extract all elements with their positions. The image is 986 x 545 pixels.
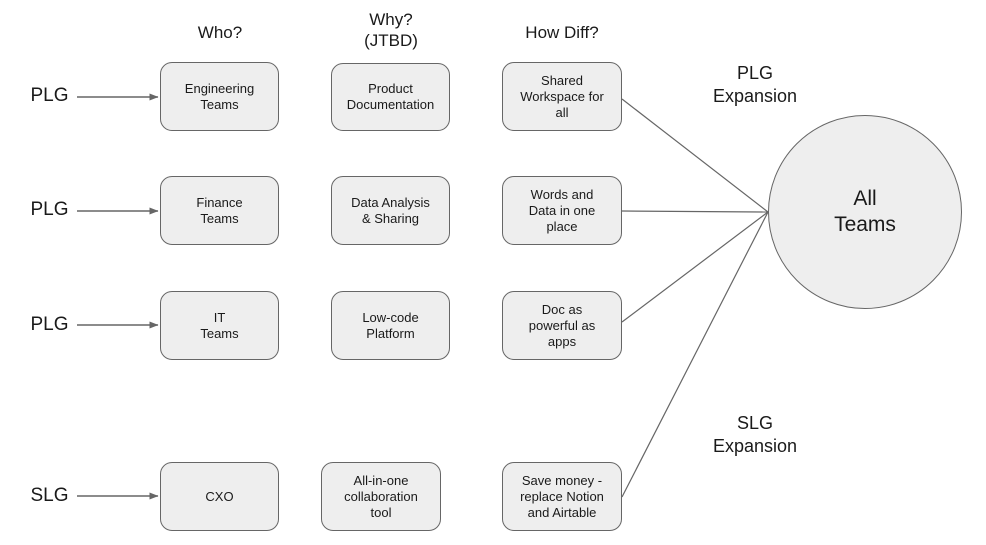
- node-cxo[interactable]: CXO: [160, 462, 279, 531]
- connector-shared-workspace-to-all-teams: [621, 98, 769, 213]
- node-finance-teams[interactable]: Finance Teams: [160, 176, 279, 245]
- node-shared-workspace-for-all[interactable]: Shared Workspace for all: [502, 62, 622, 131]
- region-label-plg-expansion: PLG Expansion: [712, 63, 798, 106]
- stage-arrows: [77, 93, 159, 500]
- row-label-row4-slg: SLG: [30, 485, 69, 506]
- row-label-row1-plg: PLG: [30, 85, 69, 106]
- node-it-teams[interactable]: IT Teams: [160, 291, 279, 360]
- node-save-money-replace-notion-airtable[interactable]: Save money - replace Notion and Airtable: [502, 462, 622, 531]
- node-all-in-one-collaboration-tool[interactable]: All-in-one collaboration tool: [321, 462, 441, 531]
- node-doc-as-powerful-as-apps[interactable]: Doc as powerful as apps: [502, 291, 622, 360]
- column-header-how_diff: How Diff?: [525, 23, 599, 42]
- node-all-teams[interactable]: All Teams: [768, 115, 962, 309]
- node-low-code-platform[interactable]: Low-code Platform: [331, 291, 450, 360]
- node-engineering-teams[interactable]: Engineering Teams: [160, 62, 279, 131]
- node-product-documentation[interactable]: Product Documentation: [331, 63, 450, 131]
- connector-words-and-data-to-all-teams: [621, 210, 769, 213]
- column-header-who: Who?: [197, 23, 243, 42]
- node-data-analysis-sharing[interactable]: Data Analysis & Sharing: [331, 176, 450, 245]
- region-label-slg-expansion: SLG Expansion: [712, 413, 798, 456]
- row-label-row2-plg: PLG: [30, 199, 69, 220]
- row-label-row3-plg: PLG: [30, 314, 69, 335]
- column-header-why: Why? (JTBD): [364, 10, 418, 50]
- connector-doc-as-powerful-to-all-teams: [621, 211, 769, 323]
- node-words-and-data-in-one-place[interactable]: Words and Data in one place: [502, 176, 622, 245]
